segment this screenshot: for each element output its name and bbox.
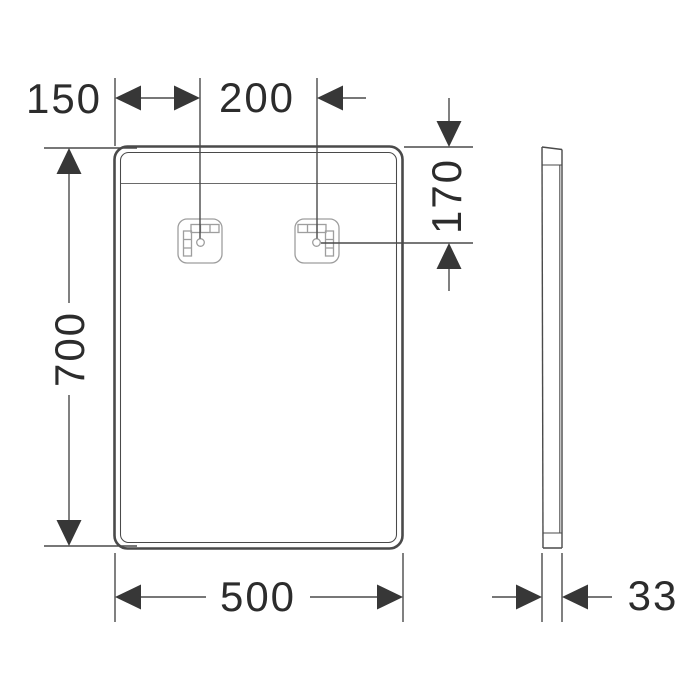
arrowhead-down [436, 121, 462, 147]
dimension-label-bracket-spacing: 200 [218, 74, 296, 121]
arrowhead-up [56, 148, 82, 174]
mirror-outline-inner [119, 151, 398, 544]
arrowhead-up [436, 243, 462, 269]
screw-hole [312, 238, 321, 247]
bracket-slot-vertical [182, 230, 193, 257]
arrowhead-left [115, 85, 141, 111]
arrowhead-right [516, 584, 542, 610]
dimension-label-left-offset: 150 [25, 75, 103, 122]
arrowhead-left [115, 584, 141, 610]
dimension-mirror-height [44, 147, 137, 547]
bracket-slot-horizontal [297, 223, 327, 234]
front-view [113, 145, 404, 550]
arrowhead-left [562, 584, 588, 610]
side-profile-top-edge [541, 146, 563, 151]
arrowhead-right [174, 85, 200, 111]
side-profile-left-edge [541, 146, 544, 549]
screw-hole [196, 238, 205, 247]
dimension-label-mirror-height: 700 [46, 310, 93, 388]
side-view [541, 146, 563, 549]
dimension-label-mirror-width: 500 [219, 573, 297, 620]
arrowhead-down [56, 520, 82, 546]
dimension-mirror-depth [492, 553, 612, 622]
arrowhead-left [317, 85, 343, 111]
bracket-slot-horizontal [190, 223, 220, 234]
dimension-label-mirror-depth: 33 [627, 572, 679, 619]
dimension-mirror-width [114, 553, 404, 622]
dimension-bracket-drop [321, 98, 473, 291]
dimension-label-bracket-drop: 170 [423, 157, 470, 235]
arrowhead-right [377, 584, 403, 610]
dimension-top-offsets [114, 78, 366, 239]
mirror-outline-outer [113, 145, 404, 550]
